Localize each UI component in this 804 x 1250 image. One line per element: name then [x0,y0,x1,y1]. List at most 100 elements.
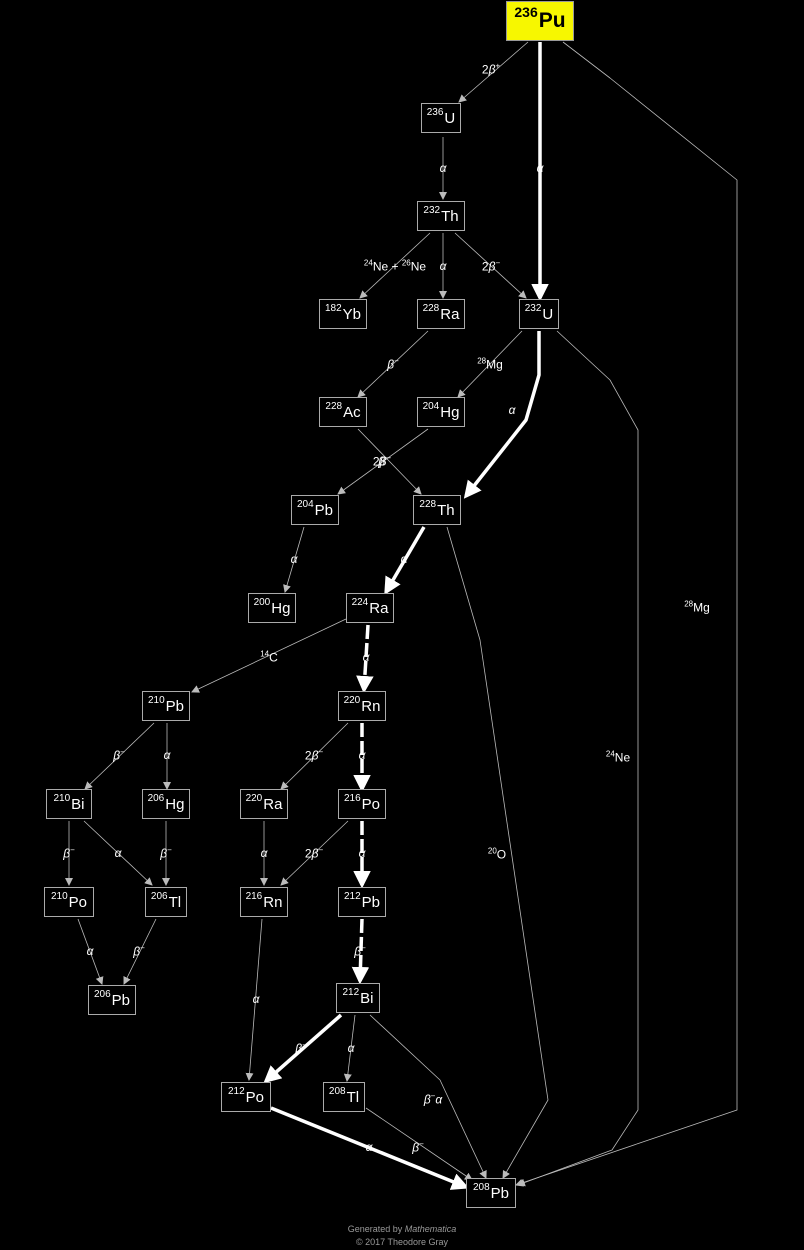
edge-label-pu236-to-pb208: 28Mg [684,599,710,615]
edge-u232-to-th228 [463,331,541,499]
mass-number: 210 [53,792,71,804]
footer-generated-prefix: Generated by [347,1224,405,1234]
edge-label-ra224-to-pb210: 14C [260,649,278,665]
element-symbol: Pb [361,893,381,911]
footer-copyright: © 2017 Theodore Gray [355,1237,449,1247]
edge-label-pb210-to-bi210: β− [113,747,125,763]
edge-label-hg206-to-tl206: β− [160,845,172,861]
edge-label-tl206-to-pb206: β− [133,943,145,959]
edge-u232-to-pb208 [517,330,639,1187]
element-symbol: Bi [360,989,374,1007]
element-symbol: Pb [490,1184,510,1202]
element-symbol: Pb [314,501,334,519]
mass-number: 212 [343,890,361,902]
element-symbol: Tl [346,1088,360,1106]
mass-number: 204 [422,400,440,412]
edge-label-th232-to-u232: 2β− [481,258,501,274]
element-symbol: Th [441,207,459,225]
mass-number: 210 [147,694,165,706]
edge-label-po210-to-pb206: α [86,944,94,958]
element-symbol: U [444,109,456,127]
element-symbol: Po [245,1088,265,1106]
element-symbol: Ra [440,305,460,323]
element-symbol: Yb [342,305,362,323]
edge-label-th232-to-yb182: 24Ne + 26Ne [363,258,427,274]
edge-bi210-to-tl206 [83,820,153,886]
edge-pb212-to-bi212 [351,918,370,985]
edge-ra228-to-ac228 [357,330,429,398]
edge-label-u236-to-th232: α [439,161,447,175]
element-symbol: Rn [361,697,381,715]
mass-number: 212 [342,986,360,998]
footer-generated: Generated by Mathematica [0,1224,804,1234]
mass-number: 220 [343,694,361,706]
element-symbol: U [542,305,554,323]
edge-ra224-to-pb210 [191,618,347,693]
edge-th228-to-pb208 [446,526,549,1179]
edge-po210-to-pb206 [77,918,104,985]
element-symbol: Pu [538,9,566,32]
edge-rn216-to-po212 [245,918,263,1081]
edge-po212-to-pb208 [270,1106,470,1190]
element-symbol: Ra [369,599,389,617]
edge-label-th232-to-ra228: α [439,259,447,273]
mass-number: 216 [245,890,263,902]
edge-tl206-to-pb206 [123,918,157,985]
edge-label-bi210-to-po210: β− [63,845,75,861]
edge-label-bi212-to-pb208: β−α [423,1091,443,1107]
edge-pu236-to-u236 [458,41,529,103]
edge-label-bi212-to-po212: β− [295,1040,307,1056]
mass-number: 206 [150,890,168,902]
edge-tl208-to-pb208 [365,1107,473,1181]
mass-number: 206 [93,988,111,1000]
edge-label-ac228-to-th228: β− [378,453,390,469]
mass-number: 212 [227,1085,245,1097]
edge-bi212-to-tl208 [343,1014,356,1082]
mass-number: 210 [50,890,68,902]
edge-pb204-to-hg200 [283,526,305,593]
edge-th228-to-ra224 [384,526,426,596]
edge-pu236-to-pb208 [515,41,738,1187]
edge-label-rn220-to-ra220: 2β− [304,747,324,763]
element-symbol: Ra [263,795,283,813]
element-symbol: Bi [71,795,85,813]
edge-label-tl208-to-pb208: β− [412,1139,424,1155]
edge-label-po216-to-rn216: 2β− [304,845,324,861]
mass-number: 228 [422,302,440,314]
mass-number: 224 [351,596,369,608]
edge-pb210-to-bi210 [84,722,155,790]
edge-label-po216-to-pb212: α [358,846,366,860]
mass-number: 228 [325,400,343,412]
edge-bi212-to-pb208 [369,1014,487,1179]
mass-number: 232 [524,302,542,314]
element-symbol: Rn [263,893,283,911]
